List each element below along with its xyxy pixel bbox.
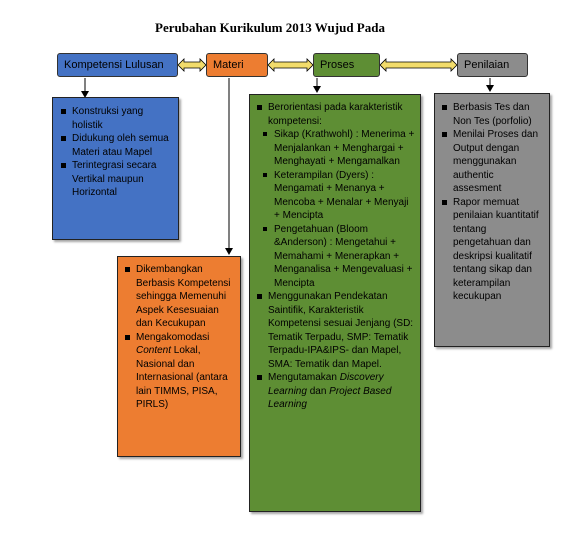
sub-list-item: Sikap (Krathwohl) : Menerima + Menjalank… [255,128,415,169]
double-arrow-materi-proses [267,58,314,72]
header-proses: Proses [313,53,380,77]
header-materi: Materi [206,53,268,77]
header-proses-label: Proses [320,59,355,71]
list-item: Mengakomodasi Content Lokal, Nasional da… [123,331,235,412]
list-item: Berbasis Tes dan Non Tes (porfolio) [440,101,544,128]
panel-penilaian: Berbasis Tes dan Non Tes (porfolio) Meni… [434,93,550,347]
list-item: Terintegrasi secara Vertikal maupun Hori… [59,159,172,200]
sub-list-item: Pengetahuan (Bloom &Anderson) : Mengetah… [255,223,415,291]
header-materi-label: Materi [213,59,244,71]
list-item: Dikembangkan Berbasis Kompetensi sehingg… [123,263,235,331]
panel-kompetensi-lulusan: Konstruksi yang holistik Didukung oleh s… [52,97,179,240]
sub-list-item: Keterampilan (Dyers) : Mengamati + Menan… [255,169,415,223]
panel-proses: Berorientasi pada karakteristik kompeten… [249,94,421,512]
double-arrow-proses-penilaian [379,58,458,72]
header-kompetensi-lulusan: Kompetensi Lulusan [57,53,178,77]
header-kompetensi-label: Kompetensi Lulusan [64,59,164,71]
panel-materi: Dikembangkan Berbasis Kompetensi sehingg… [117,256,241,457]
list-item: Konstruksi yang holistik [59,105,172,132]
double-arrow-kompetensi-materi [177,58,207,72]
list-item: Menggunakan Pendekatan Saintifik, Karakt… [255,290,415,371]
list-item: Menilai Proses dan Output dengan menggun… [440,128,544,196]
header-penilaian: Penilaian [457,53,528,77]
header-penilaian-label: Penilaian [464,59,510,71]
list-item: Rapor memuat penilaian kuantitatif tenta… [440,196,544,304]
list-item: Mengutamakan Discovery Learning dan Proj… [255,371,415,412]
diagram-title: Perubahan Kurikulum 2013 Wujud Pada [155,20,385,35]
list-item: Berorientasi pada karakteristik kompeten… [255,101,415,128]
list-item: Didukung oleh semua Materi atau Mapel [59,132,172,159]
